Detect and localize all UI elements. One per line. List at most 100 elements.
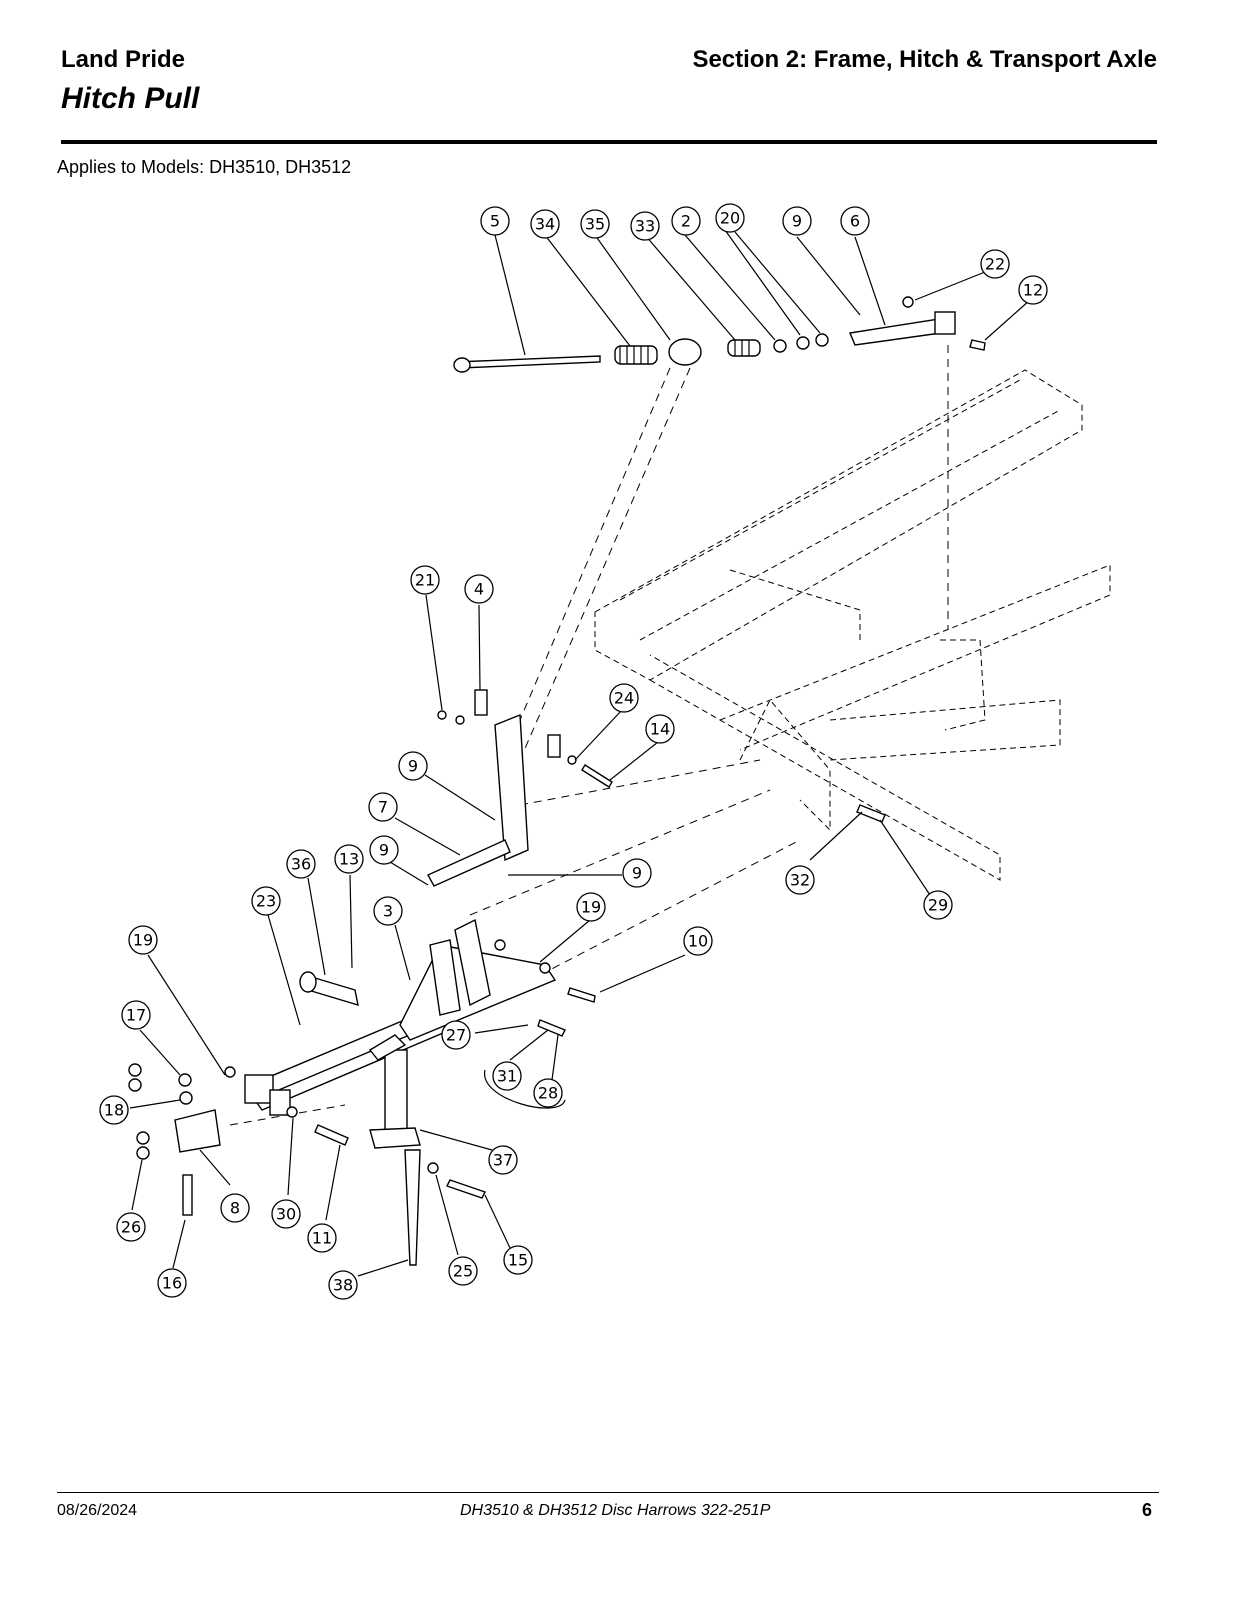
- callout-8: 8: [220, 1193, 250, 1223]
- callout-11: 11: [307, 1223, 337, 1253]
- svg-text:12: 12: [1023, 281, 1043, 300]
- svg-text:9: 9: [632, 864, 642, 883]
- callout-9-left: 9: [369, 835, 399, 865]
- svg-text:9: 9: [379, 841, 389, 860]
- callout-15: 15: [503, 1245, 533, 1275]
- callout-17: 17: [121, 1000, 151, 1030]
- svg-text:32: 32: [790, 871, 810, 890]
- applies-to-models: Applies to Models: DH3510, DH3512: [57, 157, 352, 177]
- callout-23: 23: [251, 886, 281, 916]
- callout-19-right: 19: [576, 892, 606, 922]
- callout-25: 25: [448, 1256, 478, 1286]
- svg-text:13: 13: [339, 850, 359, 869]
- svg-text:9: 9: [408, 757, 418, 776]
- callout-38: 38: [328, 1270, 358, 1300]
- callout-27: 27: [441, 1020, 471, 1050]
- svg-text:3: 3: [383, 902, 393, 921]
- callout-32: 32: [785, 865, 815, 895]
- callout-20: 20: [715, 203, 745, 233]
- brand-name: Land Pride: [61, 46, 186, 73]
- svg-text:25: 25: [453, 1262, 473, 1281]
- callout-28: 28: [533, 1078, 563, 1108]
- svg-text:28: 28: [538, 1084, 558, 1103]
- callout-30: 30: [271, 1199, 301, 1229]
- footer-rule: [57, 1492, 1159, 1493]
- svg-text:27: 27: [446, 1026, 466, 1045]
- callout-29: 29: [923, 890, 953, 920]
- svg-text:19: 19: [581, 898, 601, 917]
- spring-rod-assembly: [453, 296, 986, 373]
- footer-document: DH3510 & DH3512 Disc Harrows 322-251P: [460, 1502, 771, 1519]
- callout-35: 35: [580, 209, 610, 239]
- svg-text:22: 22: [985, 255, 1005, 274]
- callout-19-left: 19: [128, 925, 158, 955]
- callout-9-mid: 9: [398, 751, 428, 781]
- svg-text:23: 23: [256, 892, 276, 911]
- section-title: Section 2: Frame, Hitch & Transport Axle: [692, 46, 1157, 73]
- svg-text:34: 34: [535, 215, 555, 234]
- callout-36: 36: [286, 849, 316, 879]
- svg-text:7: 7: [378, 798, 388, 817]
- callout-26: 26: [116, 1212, 146, 1242]
- callout-13: 13: [334, 844, 364, 874]
- svg-text:21: 21: [415, 571, 435, 590]
- callout-7: 7: [368, 792, 398, 822]
- callout-24: 24: [609, 683, 639, 713]
- svg-text:37: 37: [493, 1151, 513, 1170]
- svg-text:33: 33: [635, 217, 655, 236]
- svg-text:14: 14: [650, 720, 670, 739]
- svg-text:6: 6: [850, 212, 860, 231]
- svg-text:29: 29: [928, 896, 948, 915]
- callout-2: 2: [671, 206, 701, 236]
- callout-10: 10: [683, 926, 713, 956]
- callout-6: 6: [840, 206, 870, 236]
- svg-text:35: 35: [585, 215, 605, 234]
- header-rule: [61, 140, 1157, 144]
- linkage-bracket: [427, 689, 613, 887]
- callout-21: 21: [410, 565, 440, 595]
- clevis-hardware: [128, 1063, 349, 1216]
- svg-text:10: 10: [688, 932, 708, 951]
- callout-34: 34: [530, 209, 560, 239]
- svg-text:18: 18: [104, 1101, 124, 1120]
- callout-16: 16: [157, 1268, 187, 1298]
- callout-22: 22: [980, 249, 1010, 279]
- harrow-frame-outline: [594, 369, 1111, 881]
- footer-date: 08/26/2024: [57, 1502, 138, 1519]
- page-number: 6: [1141, 1500, 1152, 1520]
- callout-31: 31: [492, 1061, 522, 1091]
- svg-text:26: 26: [121, 1218, 141, 1237]
- callout-5: 5: [480, 206, 510, 236]
- svg-text:8: 8: [230, 1199, 240, 1218]
- callout-37: 37: [488, 1145, 518, 1175]
- callout-12: 12: [1018, 275, 1048, 305]
- svg-text:5: 5: [490, 212, 500, 231]
- callout-4: 4: [464, 574, 494, 604]
- callout-14: 14: [645, 714, 675, 744]
- svg-text:17: 17: [126, 1006, 146, 1025]
- alignment-lines: [229, 345, 949, 1126]
- svg-text:19: 19: [133, 931, 153, 950]
- svg-text:31: 31: [497, 1067, 517, 1086]
- callout-33: 33: [630, 211, 660, 241]
- svg-text:30: 30: [276, 1205, 296, 1224]
- svg-text:2: 2: [681, 212, 691, 231]
- svg-text:38: 38: [333, 1276, 353, 1295]
- leader-lines: [129, 229, 1031, 1277]
- jack-stand: [368, 1034, 421, 1149]
- svg-text:9: 9: [792, 212, 802, 231]
- svg-text:24: 24: [614, 689, 634, 708]
- svg-text:36: 36: [291, 855, 311, 874]
- svg-text:20: 20: [720, 209, 740, 228]
- svg-text:15: 15: [508, 1251, 528, 1270]
- svg-text:11: 11: [312, 1229, 332, 1248]
- callout-9-right: 9: [622, 858, 652, 888]
- svg-text:16: 16: [162, 1274, 182, 1293]
- callout-18: 18: [99, 1095, 129, 1125]
- safety-chain: [404, 1149, 486, 1266]
- page-title: Hitch Pull: [61, 82, 200, 115]
- callout-9-top: 9: [782, 206, 812, 236]
- svg-text:4: 4: [474, 580, 484, 599]
- hitch-pull-parts-diagram: 5 34 35 33 2 20 9 6 22 12 21 4 24 14 9 7…: [99, 203, 1111, 1300]
- callout-3: 3: [373, 896, 403, 926]
